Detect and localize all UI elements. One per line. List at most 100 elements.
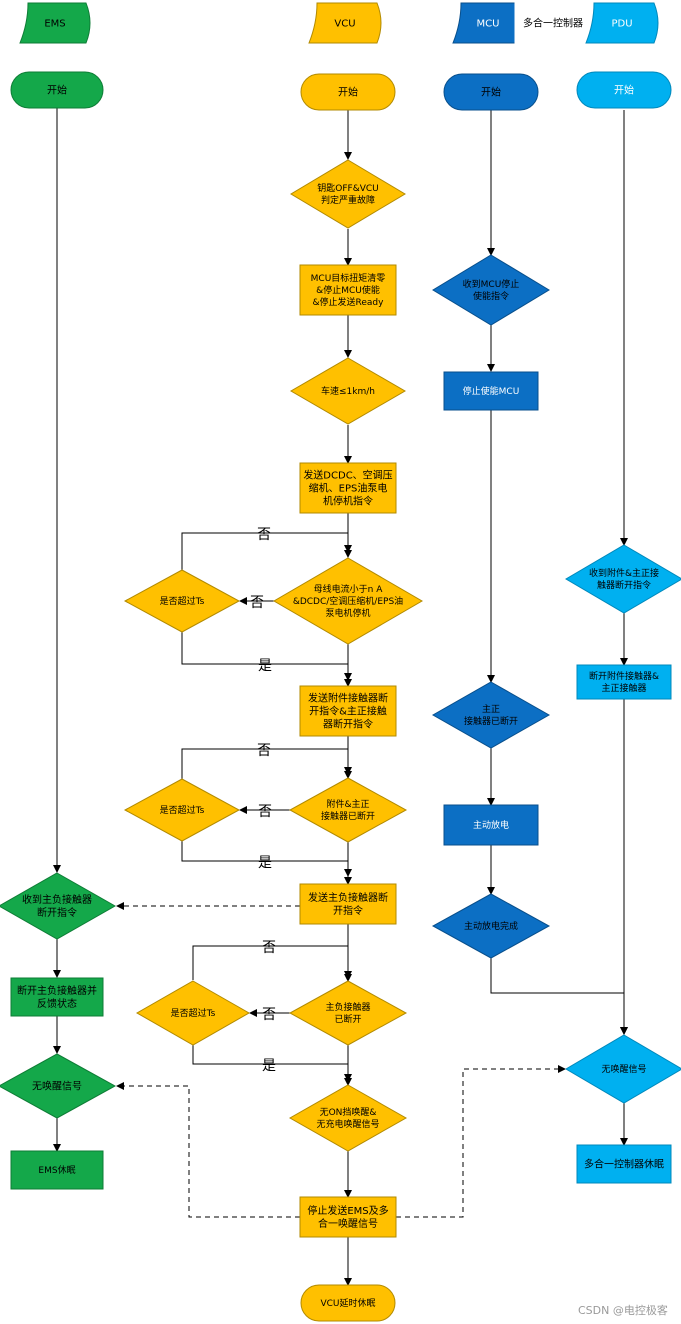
node-label: 附件&主正接触器已断开 [321, 798, 375, 822]
node-label-line: 无充电唤醒信号 [316, 1118, 379, 1130]
node-label: 是否超过Ts [171, 1007, 216, 1019]
vcu-send-aux: 发送附件接触器断开指令&主正接触器断开指令 [299, 685, 397, 737]
node-label: 主动放电完成 [464, 920, 518, 932]
vcu-sleep: VCU延时休眠 [300, 1284, 396, 1322]
node-label-line: 已断开 [334, 1013, 361, 1025]
vcu-timeout3: 是否超过Ts [135, 980, 251, 1046]
node-label: MCU目标扭矩清零&停止MCU使能&停止发送Ready [311, 272, 386, 308]
node-label-line: 无ON挡唤醒& [320, 1106, 377, 1118]
node-label: PDU [611, 19, 632, 30]
node-label: 停止使能MCU [463, 385, 520, 397]
vcu-stop-send: 停止发送EMS及多合一唤醒信号 [299, 1196, 397, 1238]
ems-open-feedback: 断开主负接触器并反馈状态 [10, 977, 104, 1017]
node-label: 无唤醒信号 [601, 1063, 646, 1075]
vcu-send-stop: 发送DCDC、空调压缩机、EPS油泵电机停机指令 [299, 462, 397, 514]
pdu-start: 开始 [576, 71, 672, 109]
node-label-line: 机停机指令 [323, 495, 373, 508]
node-label-line: 是否超过Ts [160, 804, 205, 816]
node-label-line: 车速≤1km/h [321, 385, 375, 397]
lane-header-multi: 多合一控制器 [514, 2, 588, 44]
edge-label-yes: 是 [262, 1058, 276, 1074]
mcu-start: 开始 [443, 73, 539, 111]
node-label: 是否超过Ts [160, 595, 205, 607]
node-label-line: 缩机、EPS油泵电 [309, 482, 388, 495]
node-label-line: 收到MCU停止 [463, 278, 520, 290]
node-label-line: 判定严重故障 [321, 194, 375, 206]
node-label-line: &DCDC/空调压缩机/EPS油 [293, 595, 403, 607]
node-label-line: 开指令&主正接触 [309, 705, 387, 718]
edge-timeout2-no-back [181, 748, 352, 779]
node-label: 主正接触器已断开 [464, 703, 518, 727]
node-label-line: 收到主负接触器 [22, 893, 92, 906]
edge-timeout3-no-back [192, 945, 352, 980]
edge-mcu-done-pdu [490, 958, 628, 1035]
edge-timeout1-no-back [181, 532, 352, 570]
node-label: 断开主负接触器并反馈状态 [17, 984, 97, 1010]
node-label: 是否超过Ts [160, 804, 205, 816]
lane-header-pdu: PDU [585, 2, 659, 44]
node-label-line: 主负接触器 [325, 1001, 370, 1013]
node-label-line: 附件&主正 [326, 798, 369, 810]
edge-label-no: 否 [258, 804, 272, 820]
node-label-line: &停止发送Ready [313, 296, 385, 308]
lane-header-ems: EMS [19, 2, 91, 44]
node-label: 主负接触器已断开 [325, 1001, 370, 1025]
edge-label-yes: 是 [258, 658, 272, 674]
flow-connectors [53, 108, 628, 1286]
node-label: 主动放电 [473, 819, 509, 831]
lane-header-mcu: MCU [452, 2, 524, 44]
vcu-speed: 车速≤1km/h [290, 357, 406, 425]
node-label: 停止发送EMS及多合一唤醒信号 [307, 1204, 388, 1230]
node-label-line: 接触器已断开 [321, 810, 375, 822]
node-label: 收到附件&主正接触器断开指令 [589, 567, 659, 591]
node-label-line: 发送主负接触器断 [308, 891, 388, 904]
node-label: 发送附件接触器断开指令&主正接触器断开指令 [308, 692, 388, 731]
node-label-line: 母线电流小于n A [314, 583, 384, 595]
ems-no-wake: 无唤醒信号 [0, 1053, 117, 1119]
edge-vcu-to-ems-no-wake [116, 1082, 300, 1218]
node-label-line: 开始 [614, 84, 634, 97]
edge-label-no: 否 [257, 743, 271, 759]
node-label-line: 是否超过Ts [171, 1007, 216, 1019]
ems-sleep: EMS休眠 [10, 1150, 104, 1190]
node-label: EMS [44, 19, 65, 30]
node-label-line: 主动放电完成 [464, 920, 518, 932]
node-label-line: 钥匙OFF&VCU [317, 182, 378, 194]
node-label-line: VCU延时休眠 [320, 1297, 375, 1309]
node-label-line: 主动放电 [473, 819, 509, 831]
mcu-discharge: 主动放电 [443, 804, 539, 846]
pdu-recv-aux: 收到附件&主正接触器断开指令 [565, 544, 681, 614]
edge-timeout3-yes [192, 1045, 352, 1082]
node-label-line: 开始 [481, 86, 501, 99]
node-label-line: &停止MCU使能 [316, 284, 380, 296]
node-label-line: MCU目标扭矩清零 [311, 272, 386, 284]
node-label-line: 停止发送EMS及多 [307, 1204, 388, 1217]
pdu-open-aux: 断开附件接触器&主正接触器 [576, 664, 672, 700]
vcu-start: 开始 [300, 73, 396, 111]
node-label: 断开附件接触器&主正接触器 [589, 670, 659, 694]
vcu-neg-opened: 主负接触器已断开 [288, 980, 408, 1046]
pdu-no-wake: 无唤醒信号 [565, 1034, 681, 1104]
vcu-bus-current: 母线电流小于n A&DCDC/空调压缩机/EPS油泵电机停机 [273, 557, 423, 645]
node-label-line: 是否超过Ts [160, 595, 205, 607]
node-label-line: 停止使能MCU [463, 385, 520, 397]
node-label: VCU延时休眠 [320, 1297, 375, 1309]
edge-label-yes: 是 [258, 855, 272, 871]
vcu-aux-opened: 附件&主正接触器已断开 [288, 777, 408, 843]
vcu-timeout2: 是否超过Ts [123, 778, 241, 842]
edge-timeout1-yes [181, 632, 352, 681]
node-label-line: 发送附件接触器断 [308, 692, 388, 705]
mcu-recv-stop: 收到MCU停止使能指令 [432, 254, 550, 326]
node-label-line: 发送DCDC、空调压 [303, 469, 392, 482]
node-label-line: 反馈状态 [37, 997, 77, 1010]
edge-label-no: 否 [250, 595, 264, 611]
lane-header-vcu: VCU [308, 2, 382, 44]
ems-start: 开始 [10, 71, 104, 109]
node-label-line: 触器断开指令 [597, 579, 651, 591]
vcu-send-neg: 发送主负接触器断开指令 [299, 883, 397, 925]
